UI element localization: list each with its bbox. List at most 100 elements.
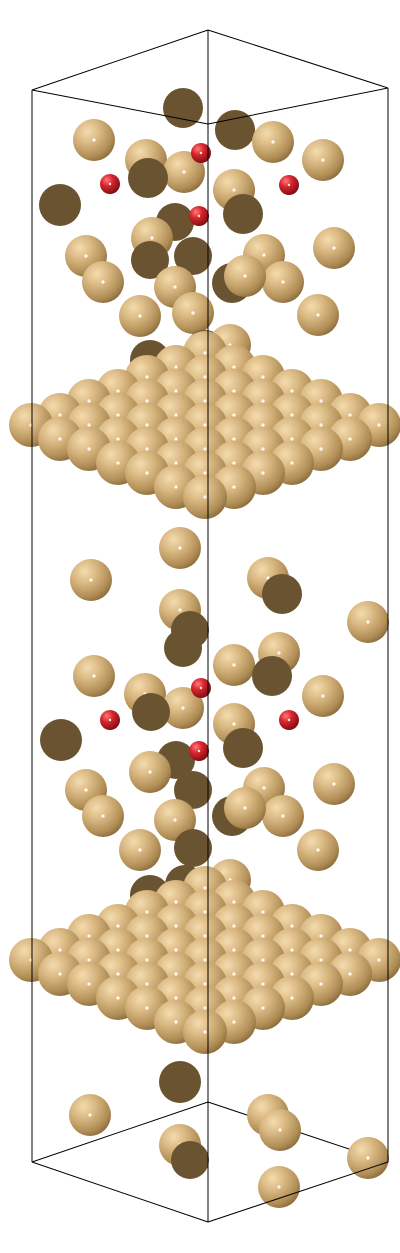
atom-highlight — [58, 948, 62, 952]
atom-highlight — [174, 437, 178, 441]
atom-highlight — [290, 996, 294, 1000]
atom-highlight — [319, 423, 323, 427]
atom-highlight — [261, 447, 265, 451]
atom-highlight — [290, 924, 294, 928]
atom-highlight — [174, 413, 178, 417]
atom-highlight — [203, 495, 207, 499]
atom-highlight — [348, 437, 352, 441]
atom-highlight — [290, 389, 294, 393]
atom-highlight — [116, 437, 120, 441]
atom-highlight — [232, 948, 236, 952]
atom-highlight — [316, 313, 320, 317]
atom-highlight — [203, 423, 207, 427]
metal-atom — [174, 829, 212, 867]
atom-highlight — [319, 447, 323, 451]
atom-highlight — [319, 399, 323, 403]
simulation-cell-front-edges — [31, 29, 389, 1223]
atom-highlight — [232, 996, 236, 1000]
atom-highlight — [173, 285, 177, 289]
atom-highlight — [290, 461, 294, 465]
atom-highlight — [116, 996, 120, 1000]
atom-highlight — [138, 314, 142, 318]
atom-highlight — [290, 413, 294, 417]
cell-edge-top-front-left — [31, 89, 209, 125]
atom-highlight — [199, 151, 203, 155]
metal-atom — [131, 241, 169, 279]
atom-highlight — [174, 948, 178, 952]
atom-highlight — [199, 686, 203, 690]
atom-highlight — [173, 818, 177, 822]
atom-highlight — [277, 651, 281, 655]
atom-highlight — [377, 423, 381, 427]
atom-highlight — [261, 982, 265, 986]
atom-highlight — [232, 722, 236, 726]
metal-atom — [223, 728, 263, 768]
atom-highlight — [138, 848, 142, 852]
atom-highlight — [174, 485, 178, 489]
atom-highlight — [174, 900, 178, 904]
atom-highlight — [145, 375, 149, 379]
atom-highlight — [108, 182, 112, 186]
atom-highlight — [203, 910, 207, 914]
cell-edge-top-front-right — [207, 87, 389, 125]
atom-highlight — [232, 900, 236, 904]
cell-edge-bottom-back-left — [31, 1101, 209, 1163]
atom-highlight — [261, 375, 265, 379]
atom-highlight — [261, 958, 265, 962]
cell-edge-bottom-front-left — [31, 1161, 209, 1223]
cell-edge-top-back-right — [207, 29, 389, 89]
atom-highlight — [84, 788, 88, 792]
atom-highlight — [145, 471, 149, 475]
atom-highlight — [232, 485, 236, 489]
atom-highlight — [116, 413, 120, 417]
atom-highlight — [278, 1128, 282, 1132]
atom-highlight — [174, 1020, 178, 1024]
atom-highlight — [197, 749, 201, 753]
atom-highlight — [203, 982, 207, 986]
atom-highlight — [203, 958, 207, 962]
atom-highlight — [145, 934, 149, 938]
atom-highlight — [92, 674, 96, 678]
atom-highlight — [232, 461, 236, 465]
metal-atom — [174, 237, 212, 275]
metal-atom — [215, 110, 255, 150]
atom-highlight — [203, 375, 207, 379]
metal-atom — [252, 656, 292, 696]
atom-highlight — [145, 958, 149, 962]
atom-highlight — [366, 1156, 370, 1160]
metal-atom — [171, 1141, 209, 1179]
atom-highlight — [262, 253, 266, 257]
atom-highlight — [150, 236, 154, 240]
atom-highlight — [232, 924, 236, 928]
atom-highlight — [116, 461, 120, 465]
atom-highlight — [145, 982, 149, 986]
metal-atom — [164, 629, 202, 667]
atom-highlight — [178, 546, 182, 550]
atom-highlight — [321, 158, 325, 162]
atom-highlight — [178, 608, 182, 612]
atom-highlight — [287, 183, 291, 187]
atom-highlight — [232, 972, 236, 976]
atom-highlight — [290, 437, 294, 441]
atom-highlight — [319, 934, 323, 938]
atom-highlight — [203, 399, 207, 403]
atom-highlight — [203, 934, 207, 938]
metal-atom — [159, 1061, 201, 1103]
atom-highlight — [101, 814, 105, 818]
atom-highlight — [261, 471, 265, 475]
atom-highlight — [261, 910, 265, 914]
atom-highlight — [174, 972, 178, 976]
atom-highlight — [243, 806, 247, 810]
atom-highlight — [116, 972, 120, 976]
atom-highlight — [88, 1113, 92, 1117]
atom-highlight — [366, 620, 370, 624]
atom-highlight — [145, 399, 149, 403]
atom-highlight — [145, 1006, 149, 1010]
atom-highlight — [261, 399, 265, 403]
metal-atom — [132, 693, 170, 731]
atom-highlight — [87, 982, 91, 986]
atom-highlight — [290, 972, 294, 976]
atom-highlight — [319, 982, 323, 986]
